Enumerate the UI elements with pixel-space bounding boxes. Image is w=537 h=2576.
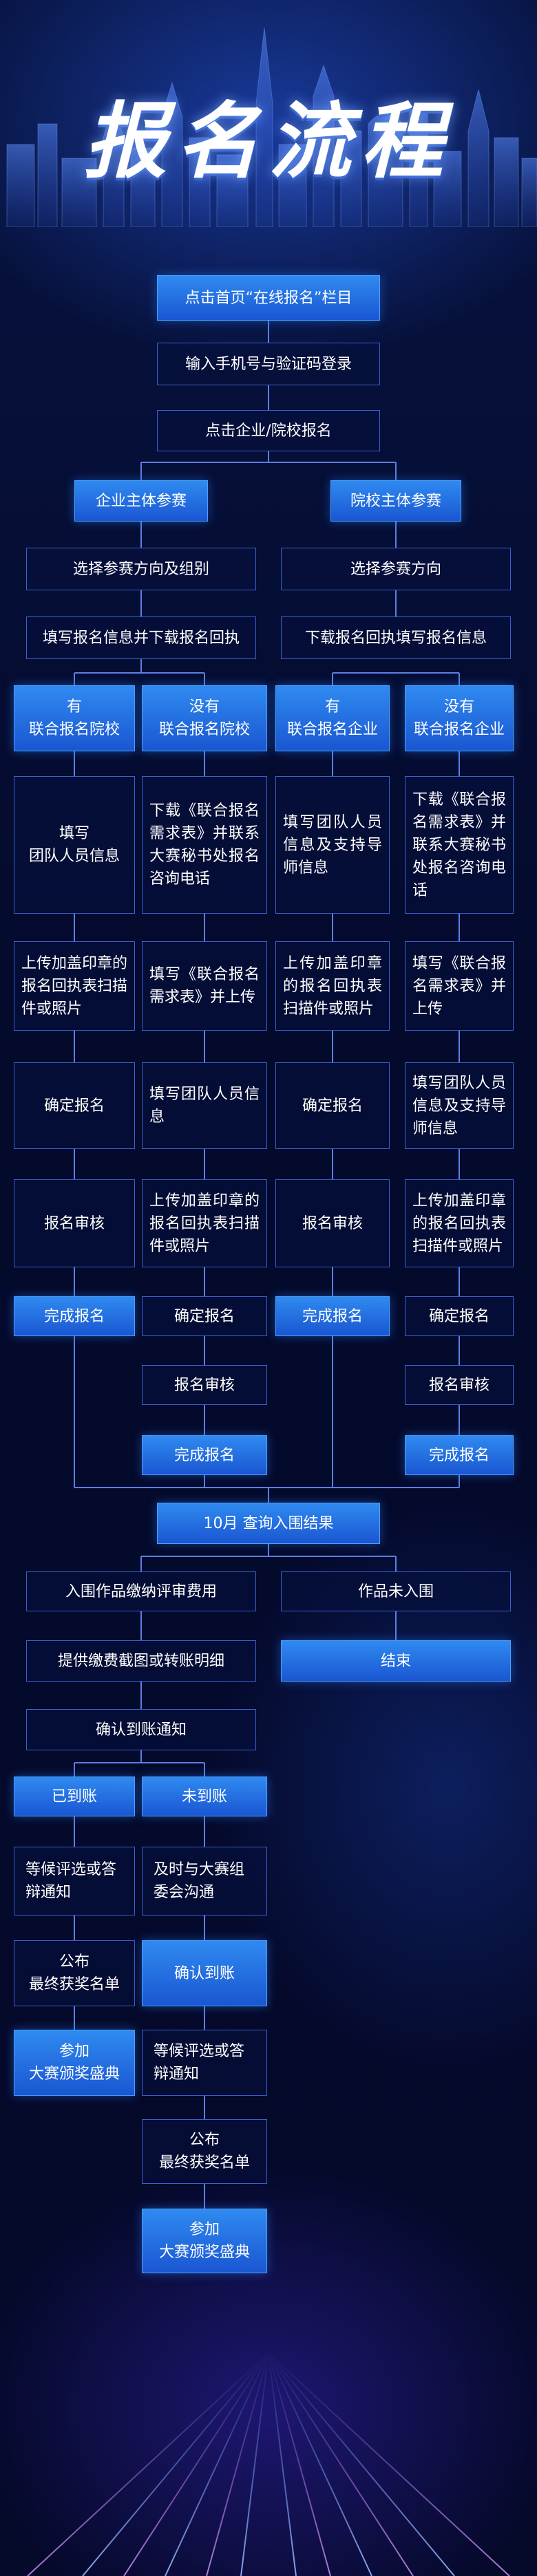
publish-winners-1: 公布 最终获奖名单: [14, 1940, 135, 2006]
c-confirm-signup: 确定报名: [275, 1062, 390, 1149]
wait-evaluation-2: 等候评选或答辩通知: [142, 2030, 267, 2096]
branch-enterprise: 企业主体参赛: [74, 480, 208, 522]
a-confirm-signup: 确定报名: [14, 1062, 135, 1149]
pay-review-fee: 入围作品缴纳评审费用: [26, 1571, 256, 1611]
b-fill-upload-form: 填写《联合报名需求表》并上传: [142, 941, 267, 1031]
c-complete: 完成报名: [275, 1296, 390, 1336]
end: 结束: [281, 1640, 511, 1682]
a-review: 报名审核: [14, 1179, 135, 1267]
not-shortlisted: 作品未入围: [281, 1571, 511, 1611]
confirm-payment: 确认到账: [142, 1940, 267, 2006]
a-upload-receipt: 上传加盖印章的报名回执表扫描件或照片: [14, 941, 135, 1031]
b-confirm-signup: 确定报名: [142, 1296, 267, 1336]
attend-ceremony-1: 参加 大赛颁奖盛典: [14, 2030, 135, 2096]
b-fill-team: 填写团队人员信息: [142, 1062, 267, 1149]
city-skyline-illustration: [6, 27, 537, 227]
d-download-form: 下载《联合报名需求表》并联系大赛秘书处报名咨询电话: [405, 776, 514, 914]
b-no-partner-school: 没有 联合报名院校: [142, 685, 267, 751]
page-title: 报名流程: [84, 94, 453, 190]
d-confirm-signup: 确定报名: [405, 1296, 514, 1336]
ent-fill-info: 填写报名信息并下载报名回执: [26, 616, 256, 659]
branch-school: 院校主体参赛: [330, 480, 461, 522]
d-no-partner-enterprise: 没有 联合报名企业: [405, 685, 514, 751]
c-fill-team-mentor: 填写团队人员信息及支持导师信息: [275, 776, 390, 914]
sch-fill-info: 下载报名回执填写报名信息: [281, 616, 511, 659]
a-has-partner-school: 有 联合报名院校: [14, 685, 135, 751]
d-review: 报名审核: [405, 1365, 514, 1405]
b-download-form: 下载《联合报名需求表》并联系大赛秘书处报名咨询电话: [142, 776, 267, 914]
c-upload-receipt: 上传加盖印章的报名回执表扫描件或照片: [275, 941, 390, 1031]
d-fill-team-mentor: 填写团队人员信息及支持导师信息: [405, 1062, 514, 1149]
sch-choose-direction: 选择参赛方向: [281, 548, 511, 590]
d-fill-upload-form: 填写《联合报名需求表》并上传: [405, 941, 514, 1031]
b-upload-receipt: 上传加盖印章的报名回执表扫描件或照片: [142, 1179, 267, 1267]
b-review: 报名审核: [142, 1365, 267, 1405]
b-complete: 完成报名: [142, 1435, 267, 1475]
payment-not-received: 未到账: [142, 1777, 267, 1816]
c-has-partner-enterprise: 有 联合报名企业: [275, 685, 390, 751]
payment-confirm-notice: 确认到账通知: [26, 1709, 256, 1750]
publish-winners-2: 公布 最终获奖名单: [142, 2119, 267, 2184]
d-upload-receipt: 上传加盖印章的报名回执表扫描件或照片: [405, 1179, 514, 1267]
step-choose-enterprise-school: 点击企业/院校报名: [157, 410, 380, 451]
a-fill-team: 填写 团队人员信息: [14, 776, 135, 914]
payment-received: 已到账: [14, 1777, 135, 1816]
ent-choose-direction: 选择参赛方向及组别: [26, 548, 256, 590]
light-streaks-decoration: [27, 2352, 510, 2576]
d-complete: 完成报名: [405, 1435, 514, 1475]
contact-committee: 及时与大赛组委会沟通: [142, 1847, 267, 1915]
attend-ceremony-2: 参加 大赛颁奖盛典: [142, 2209, 267, 2273]
step-phone-login: 输入手机号与验证码登录: [157, 343, 380, 385]
a-complete: 完成报名: [14, 1296, 135, 1336]
c-review: 报名审核: [275, 1179, 390, 1267]
provide-payment-proof: 提供缴费截图或转账明细: [26, 1640, 256, 1682]
step-online-signup: 点击首页“在线报名”栏目: [157, 275, 380, 321]
query-results-october: 10月 查询入围结果: [157, 1503, 380, 1544]
wait-evaluation-1: 等候评选或答辩通知: [14, 1847, 135, 1915]
